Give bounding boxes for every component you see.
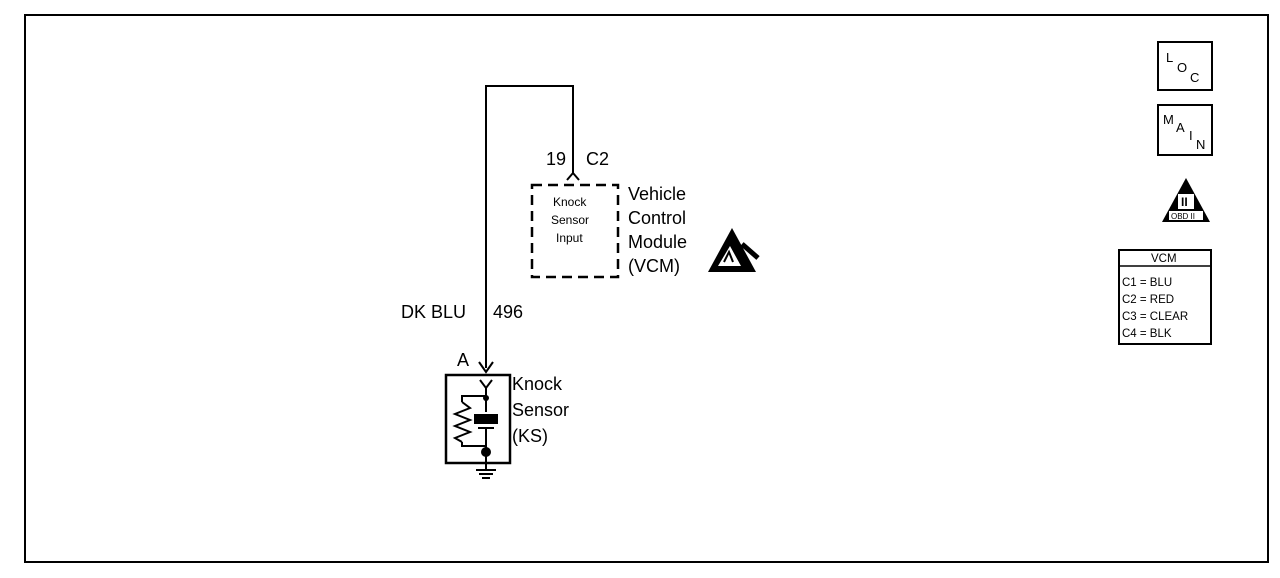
legend-row-1: C1 = BLU [1122, 277, 1172, 289]
svg-text:I: I [1189, 128, 1193, 143]
sensor-label-line-2: Sensor [512, 400, 569, 420]
vcm-box-line-3: Input [556, 231, 583, 245]
connector-name: C2 [586, 149, 609, 169]
svg-text:O: O [1177, 60, 1187, 75]
knock-sensor-symbol [444, 373, 512, 479]
terminal-arrow [478, 361, 494, 374]
svg-text:L: L [1166, 50, 1173, 65]
vcm-label-line-2: Control [628, 208, 686, 228]
legend-row-3: C3 = CLEAR [1122, 311, 1188, 323]
connector-pin-number: 19 [546, 149, 566, 169]
wire-color-label: DK BLU [401, 302, 466, 322]
connector-legend: VCM C1 = BLU C2 = RED C3 = CLEAR C4 = BL… [1118, 249, 1212, 345]
vcm-label-line-4: (VCM) [628, 256, 680, 276]
vcm-label-line-3: Module [628, 232, 687, 252]
terminal-label: A [457, 350, 469, 370]
vcm-box-line-1: Knock [553, 195, 587, 209]
diagram-frame [24, 14, 1269, 563]
wire-dk-blu-496 [485, 85, 574, 368]
legend-row-2: C2 = RED [1122, 294, 1174, 306]
vcm-box-line-2: Sensor [551, 213, 589, 227]
main-symbol: M A I N [1157, 104, 1213, 156]
loc-symbol: L O C [1157, 41, 1213, 91]
sensor-label-line-1: Knock [512, 374, 563, 394]
wire-circuit-label: 496 [493, 302, 523, 322]
svg-text:M: M [1163, 112, 1174, 127]
svg-text:C: C [1190, 70, 1199, 85]
legend-row-4: C4 = BLK [1122, 328, 1172, 340]
legend-title: VCM [1151, 253, 1177, 265]
connector-c2-symbol [566, 171, 580, 181]
svg-text:N: N [1196, 137, 1205, 152]
vcm-label-line-1: Vehicle [628, 184, 686, 204]
sensor-label-line-3: (KS) [512, 426, 548, 446]
svg-text:OBD II: OBD II [1171, 212, 1195, 221]
esd-warning-icon [708, 228, 760, 272]
svg-text:II: II [1181, 195, 1188, 209]
vcm-module-box [530, 183, 620, 279]
obd-ii-icon: II OBD II [1162, 178, 1210, 222]
svg-text:A: A [1176, 120, 1185, 135]
